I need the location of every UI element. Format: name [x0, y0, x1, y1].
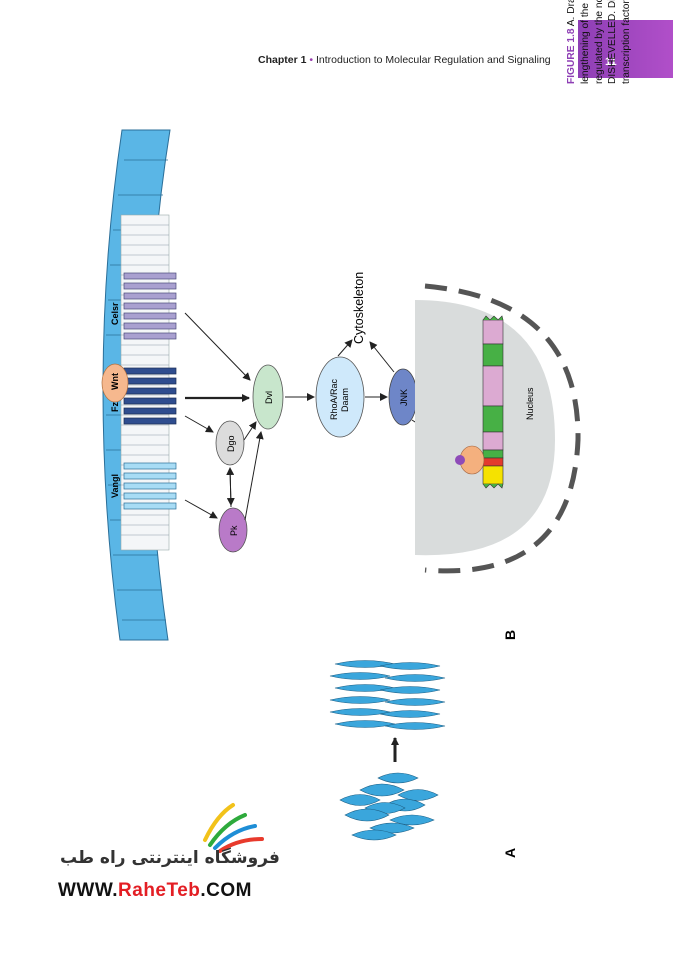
dvl-label: Dvl [264, 391, 274, 404]
celsr-label: Celsr [110, 302, 120, 325]
caption-label: FIGURE 1.8 [566, 28, 577, 84]
rho-node [315, 356, 365, 438]
vangl-label: Vangl [110, 474, 120, 498]
wnt-label: Wnt [110, 373, 120, 390]
dgo-node [215, 420, 245, 466]
header-separator: • [309, 54, 314, 66]
page-number-box [578, 20, 673, 78]
pk-node [218, 507, 248, 553]
panel-a-cells-before [339, 772, 439, 841]
cytoskeleton-label: Cytoskeleton [352, 272, 366, 344]
panel-a-cells-after [329, 660, 446, 730]
dna-strand [482, 319, 504, 485]
page-number: 11 [605, 56, 617, 68]
rho-label-line1: RhoA/Rac [329, 378, 339, 420]
dna-zigzag [482, 315, 504, 489]
vangl-protein [123, 462, 177, 510]
pathway-arrows [184, 312, 459, 521]
watermark-url-suffix: .COM [200, 880, 252, 901]
nucleus-label: Nucleus [525, 387, 535, 420]
raheteb-logo-icon [203, 803, 264, 853]
panel-a-label: A [502, 848, 518, 858]
celsr-protein [123, 272, 177, 340]
nuclear-envelope [424, 283, 581, 574]
pk-label: Pk [229, 525, 239, 536]
watermark-url-brand: RaheTeb [118, 880, 201, 901]
watermark-persian-text: فروشگاه اینترنتی راه طب [60, 848, 280, 868]
watermark-url-prefix: WWW. [58, 880, 119, 901]
dvl-node [252, 364, 284, 430]
running-header: Chapter 1 • Introduction to Molecular Re… [258, 54, 551, 66]
figure-caption: FIGURE 1.8 A. Drawing illustrating the p… [565, 0, 635, 84]
panel-b-label: B [502, 630, 518, 640]
jnk-label: JNK [399, 389, 409, 406]
wnt-ligand [101, 363, 129, 403]
fz-label: Fz [110, 402, 120, 412]
transcription-factor-purple [455, 455, 465, 465]
dgo-label: Dgo [226, 435, 236, 452]
frizzled-protein [123, 367, 177, 425]
chapter-title: Introduction to Molecular Regulation and… [315, 54, 551, 66]
watermark-url[interactable]: WWW.RaheTeb.COM [58, 880, 252, 902]
rho-label-line2: Daam [340, 388, 350, 412]
chapter-label: Chapter 1 [258, 54, 307, 66]
